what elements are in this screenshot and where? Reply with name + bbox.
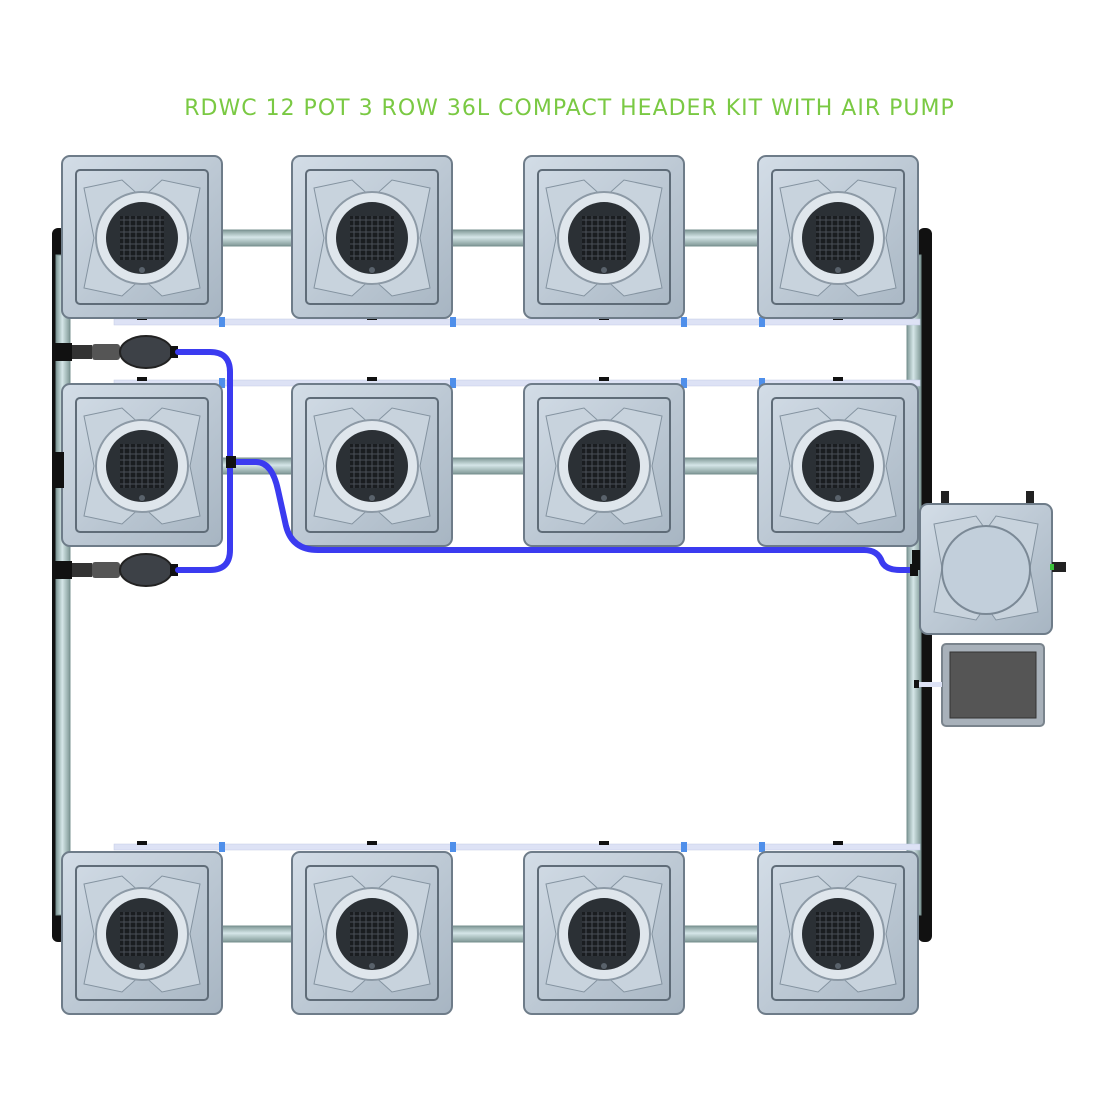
air-line-clip	[914, 680, 919, 688]
tank-lid	[941, 525, 1031, 615]
air-tube-main	[227, 459, 917, 573]
drain-connector	[759, 378, 765, 388]
drain-clip	[367, 841, 377, 845]
drain-connector	[681, 317, 687, 327]
drain-line	[113, 318, 921, 326]
drain-connector	[759, 842, 765, 852]
pot-4	[757, 155, 919, 319]
pot-grid	[61, 155, 919, 1015]
drain-line	[113, 843, 921, 851]
pot-3	[523, 155, 685, 319]
pump-union	[92, 344, 120, 360]
drain-connector	[219, 378, 225, 388]
pot-10	[291, 851, 453, 1015]
pump-fitting	[54, 561, 72, 579]
drain-clip	[137, 841, 147, 845]
pot-11	[523, 851, 685, 1015]
tank-fitting	[1026, 491, 1034, 505]
pot-screw	[139, 963, 145, 969]
pot-screw	[835, 267, 841, 273]
drain-clip	[599, 377, 609, 381]
air-pump-body	[949, 651, 1037, 719]
pot-screw	[369, 963, 375, 969]
pump-outlet	[170, 346, 178, 358]
drain-clip	[833, 377, 843, 381]
tank-valve	[1050, 564, 1054, 570]
left-valve	[52, 452, 64, 488]
pump-nut	[72, 345, 92, 359]
pot-rim	[771, 397, 905, 533]
pot-1	[61, 155, 223, 319]
pump-union	[92, 562, 120, 578]
air-pump	[914, 643, 1045, 727]
right-return-pipe	[906, 254, 922, 916]
pump-motor	[119, 553, 173, 587]
pot-9	[61, 851, 223, 1015]
pump-outlet	[170, 564, 178, 576]
inline-pump	[54, 335, 178, 369]
pot-12	[757, 851, 919, 1015]
pot-rim	[75, 169, 209, 305]
pot-rim	[305, 397, 439, 533]
pot-8	[757, 383, 919, 547]
drain-connector	[450, 378, 456, 388]
tank-inlet	[912, 550, 920, 570]
tank-fitting	[941, 491, 949, 505]
air-line	[918, 682, 942, 687]
drain-connector	[681, 378, 687, 388]
drain-clip	[137, 377, 147, 381]
drain-connector	[450, 317, 456, 327]
diagram-title: RDWC 12 POT 3 ROW 36L COMPACT HEADER KIT…	[184, 96, 955, 121]
pot-rim	[75, 865, 209, 1001]
pot-rim	[305, 169, 439, 305]
equipment	[54, 335, 1066, 727]
tube-end-clip	[910, 564, 918, 576]
pot-screw	[601, 495, 607, 501]
pot-screw	[139, 495, 145, 501]
pipe-network	[52, 228, 932, 943]
pot-screw	[369, 495, 375, 501]
pot-5	[61, 383, 223, 547]
pot-rim	[537, 865, 671, 1001]
header-tank	[912, 491, 1066, 635]
pot-screw	[835, 963, 841, 969]
pot-rim	[771, 865, 905, 1001]
pot-rim	[75, 397, 209, 533]
pot-6	[291, 383, 453, 547]
drain-connector	[450, 842, 456, 852]
air-tubing	[52, 349, 918, 576]
drain-clip	[833, 841, 843, 845]
pot-2	[291, 155, 453, 319]
pump-nut	[72, 563, 92, 577]
pump-fitting	[54, 343, 72, 361]
drain-connector	[219, 317, 225, 327]
tank-outlet	[1052, 562, 1066, 572]
drain-clip	[367, 377, 377, 381]
pot-screw	[139, 267, 145, 273]
drain-clip	[599, 841, 609, 845]
drain-connector	[681, 842, 687, 852]
pot-screw	[601, 267, 607, 273]
pot-rim	[305, 865, 439, 1001]
pot-screw	[835, 495, 841, 501]
pot-rim	[771, 169, 905, 305]
drain-connector	[219, 842, 225, 852]
pot-7	[523, 383, 685, 547]
tube-tee	[226, 456, 236, 468]
pot-rim	[537, 169, 671, 305]
pot-screw	[369, 267, 375, 273]
pot-rim	[537, 397, 671, 533]
pot-screw	[601, 963, 607, 969]
pump-motor	[119, 335, 173, 369]
inline-pump	[54, 553, 178, 587]
drain-connector	[759, 317, 765, 327]
